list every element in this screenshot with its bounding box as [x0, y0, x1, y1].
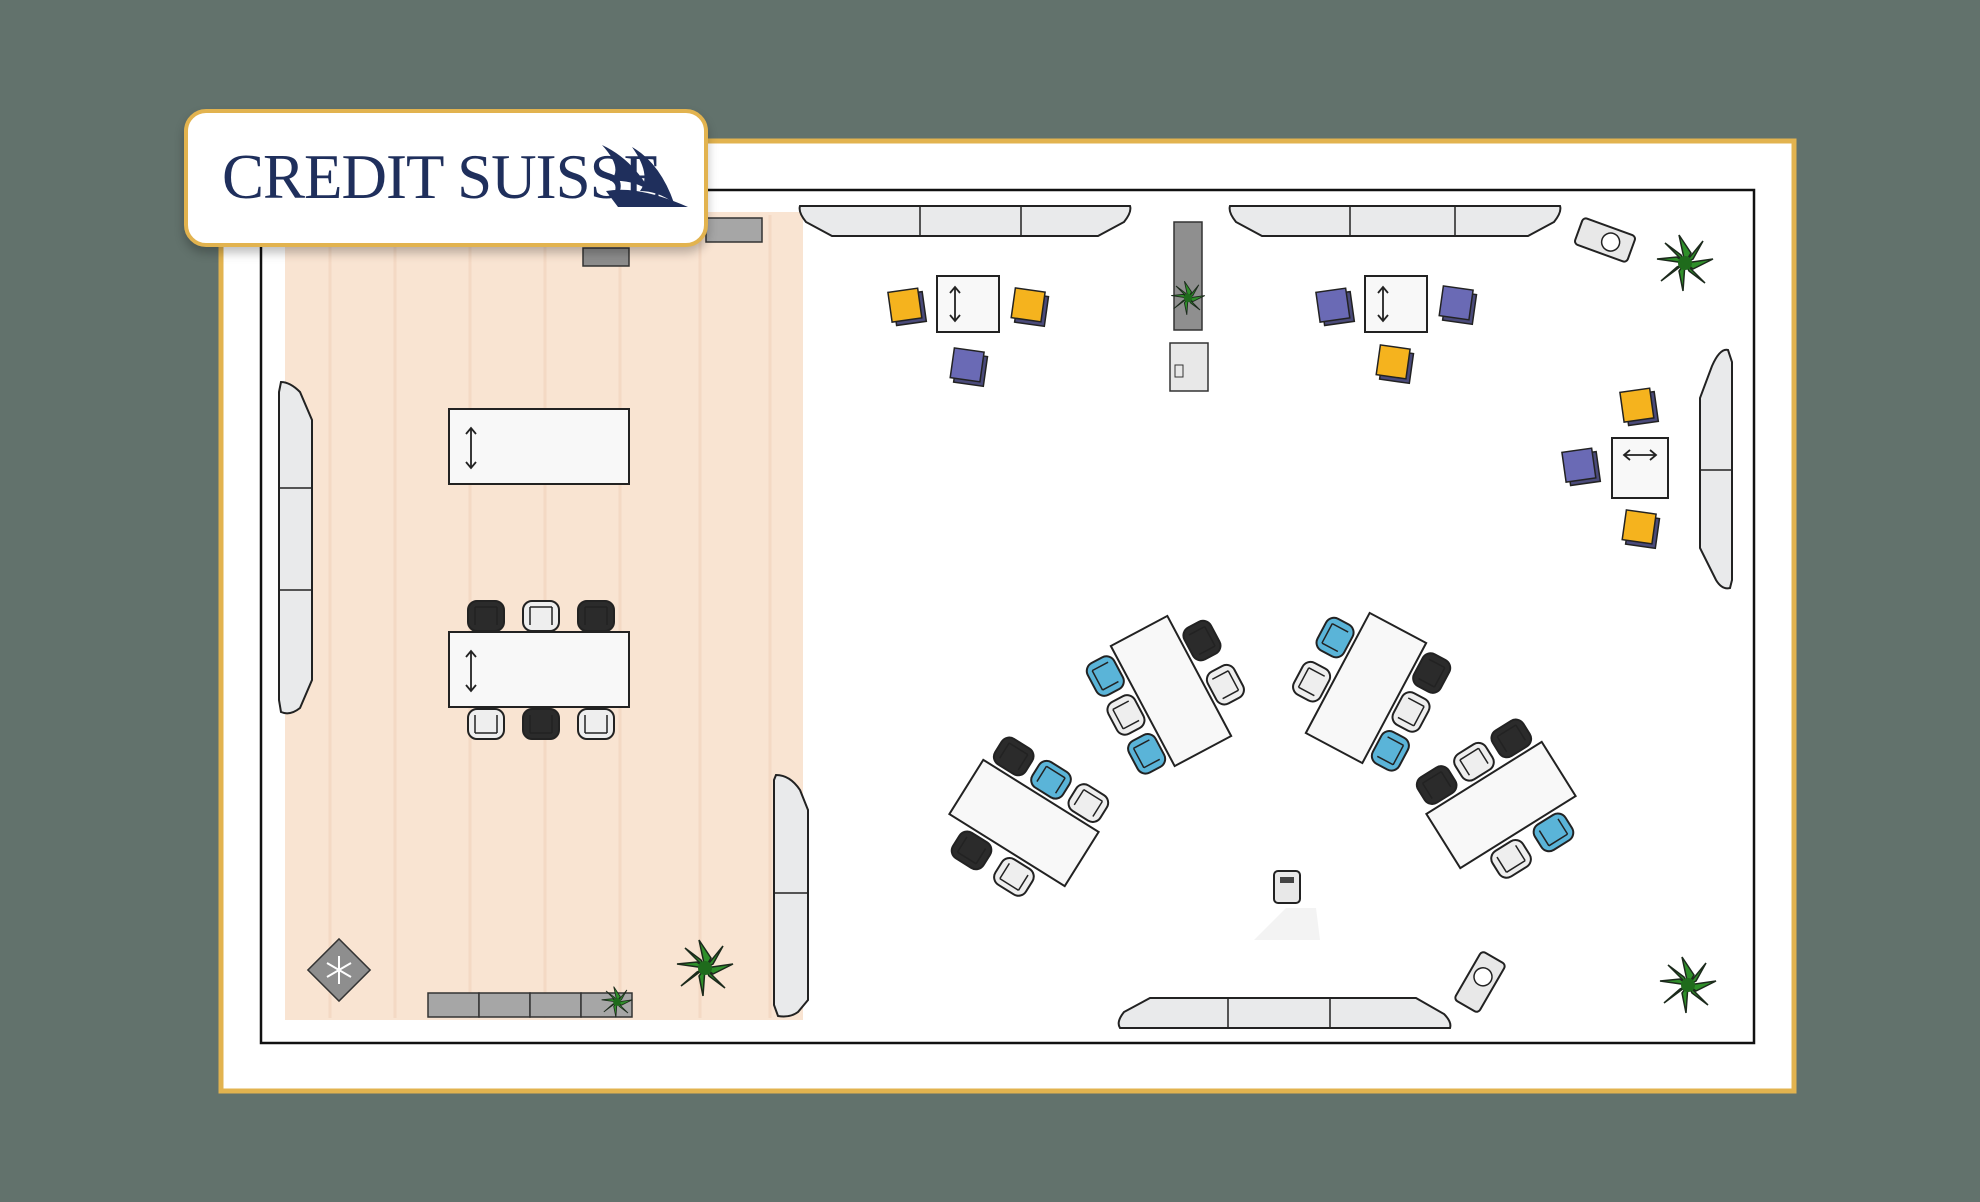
table-square-top-left: [936, 275, 1000, 333]
table-square-top-right: [1364, 275, 1428, 333]
camera-icon: [1574, 217, 1636, 263]
chair-yellow: [1010, 287, 1050, 328]
table-group-bottom-left: [947, 733, 1113, 901]
partition-left-upper: [278, 380, 313, 715]
partition-middle: [773, 773, 809, 1018]
brand-name: CREDIT SUISSE: [222, 142, 662, 212]
partition-bottom: [1117, 997, 1452, 1029]
chair-white: [522, 600, 560, 632]
room-outline: [259, 188, 1756, 1045]
double-arrow-icon: [465, 649, 477, 693]
partition-right: [1699, 348, 1733, 590]
chair-yellow: [1375, 344, 1415, 385]
projector-icon: [1254, 870, 1320, 940]
table-group-center-right: [1288, 611, 1455, 775]
chair-black: [522, 708, 560, 740]
table-group-bottom-right: [1412, 715, 1578, 883]
flipchart: [1169, 342, 1209, 392]
double-arrow-icon: [1377, 285, 1389, 323]
partition-top-right: [1228, 205, 1562, 237]
snowflake-icon: [326, 956, 352, 984]
camera-icon: [1454, 951, 1506, 1013]
double-arrow-icon: [465, 426, 477, 470]
table-standing-left-upper: [448, 408, 630, 485]
chair-purple: [1438, 285, 1478, 326]
double-arrow-icon: [1622, 449, 1658, 461]
chair-yellow: [1619, 387, 1660, 427]
chair-white: [467, 708, 505, 740]
chair-yellow: [887, 287, 928, 327]
planter-cabinet: [1173, 221, 1203, 331]
chair-yellow: [1621, 509, 1661, 550]
table-standing-left-lower: [448, 631, 630, 708]
wall-cabinet: [705, 217, 763, 243]
chair-white: [577, 708, 615, 740]
chair-purple: [1315, 287, 1356, 327]
table-group-center-left: [1082, 614, 1249, 778]
wall-screen: [582, 247, 630, 267]
chair-purple: [1561, 447, 1602, 487]
chair-purple: [949, 347, 989, 388]
logo-card: CREDIT SUISSE: [184, 109, 708, 247]
partition-top-left: [798, 205, 1132, 237]
sails-logo: [602, 145, 688, 207]
table-square-right: [1611, 437, 1669, 499]
double-arrow-icon: [949, 285, 961, 323]
chair-black: [577, 600, 615, 632]
chair-black: [467, 600, 505, 632]
storage-cabinets: [427, 992, 633, 1018]
